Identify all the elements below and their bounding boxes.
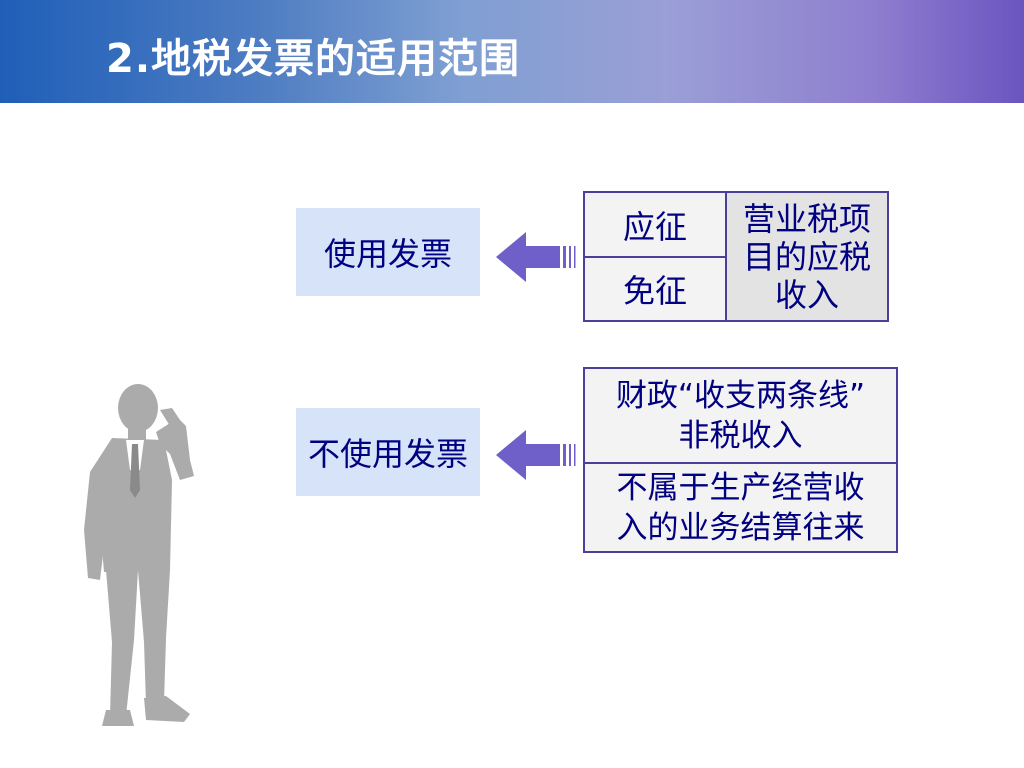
no-invoice-label: 不使用发票 xyxy=(296,408,480,496)
exempt-cell: 免征 xyxy=(622,271,687,310)
thinking-businessman-icon xyxy=(84,384,194,726)
tax-status-column: 应征 免征 xyxy=(585,193,727,320)
left-arrow-icon xyxy=(496,430,576,480)
text-line: 财政“收支两条线” xyxy=(615,377,866,414)
non-invoice-table: 财政“收支两条线” 非税收入 不属于生产经营收 入的业务结算往来 xyxy=(583,367,898,553)
business-tax-income-cell: 营业税项 目的应税 收入 xyxy=(727,193,887,320)
text-line: 不属于生产经营收 xyxy=(616,469,865,506)
text-line: 营业税项 xyxy=(742,199,871,238)
non-tax-income-cell: 财政“收支两条线” 非税收入 xyxy=(585,369,896,464)
text-line: 目的应税 xyxy=(742,237,871,276)
page-title: 2.地税发票的适用范围 xyxy=(106,36,521,82)
text-line: 非税收入 xyxy=(678,417,803,454)
text-line: 入的业务结算往来 xyxy=(616,509,865,546)
text-line: 收入 xyxy=(774,275,839,314)
settlement-cell: 不属于生产经营收 入的业务结算往来 xyxy=(585,464,896,551)
use-invoice-label: 使用发票 xyxy=(296,208,480,296)
levy-cell: 应征 xyxy=(585,193,725,258)
header-banner: 2.地税发票的适用范围 xyxy=(0,0,1024,103)
left-arrow-icon xyxy=(496,232,576,282)
taxable-income-table: 应征 免征 营业税项 目的应税 收入 xyxy=(583,191,889,322)
